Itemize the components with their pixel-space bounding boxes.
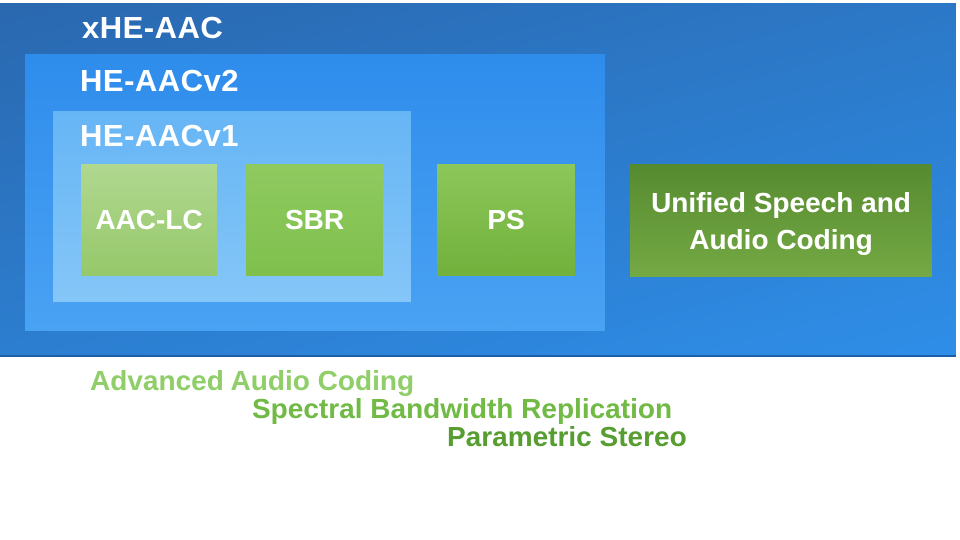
xhe-aac-label: xHE-AAC (82, 10, 224, 45)
sbr-label: SBR (284, 204, 345, 235)
usac-label: Unified Speech and Audio Coding (651, 186, 911, 255)
definition-parametric-stereo: Parametric Stereo (447, 421, 687, 452)
he-aacv1-container: HE-AACv1 AAC-LC SBR (53, 111, 411, 302)
he-aacv2-label: HE-AACv2 (80, 63, 240, 98)
he-aacv2-container: HE-AACv2 HE-AACv1 AAC-LC SBR PS (25, 54, 605, 331)
sbr-box: SBR (246, 164, 383, 276)
definition-spectral-bandwidth-replication: Spectral Bandwidth Replication (252, 393, 673, 424)
definition-advanced-audio-coding: Advanced Audio Coding (90, 365, 415, 396)
ps-label: PS (487, 204, 525, 235)
aac-lc-label: AAC-LC (95, 204, 203, 235)
xhe-aac-container: xHE-AAC HE-AACv2 HE-AACv1 AAC-LC SBR PS … (0, 3, 956, 357)
he-aacv1-label: HE-AACv1 (80, 118, 240, 153)
usac-box: Unified Speech and Audio Coding (630, 164, 932, 277)
ps-box: PS (437, 164, 575, 276)
aac-lc-box: AAC-LC (81, 164, 217, 276)
